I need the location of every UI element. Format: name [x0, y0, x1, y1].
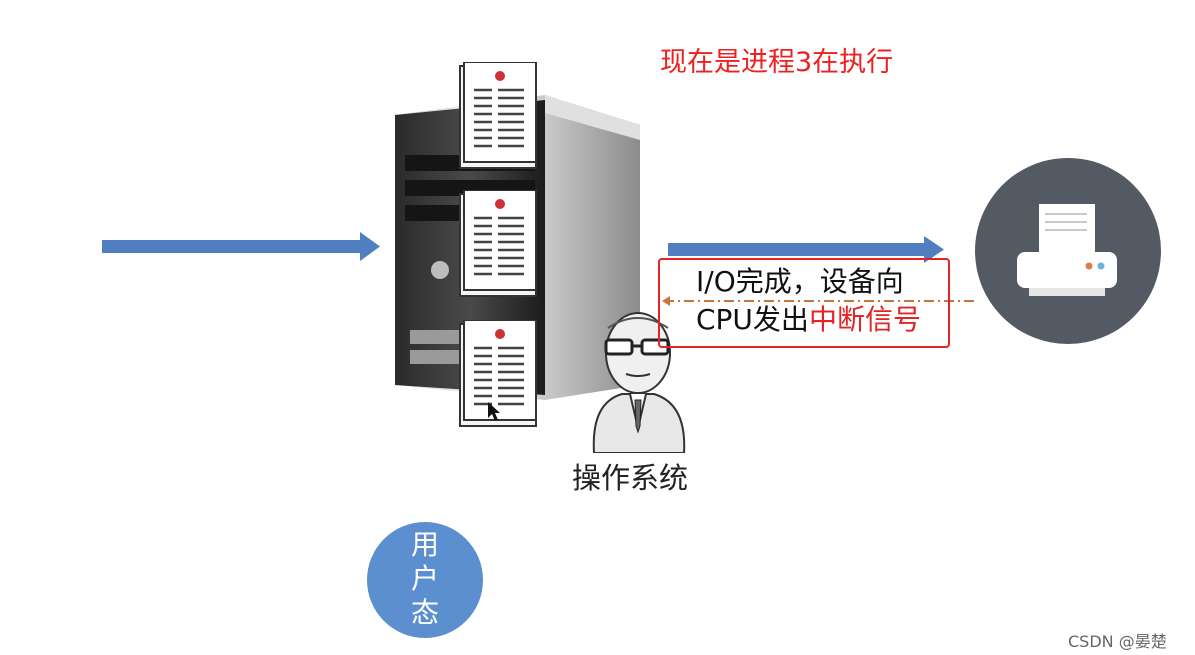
printer-icon — [975, 158, 1161, 344]
user-mode-badge: 用 户 态 — [367, 522, 483, 638]
title-current-process: 现在是进程3在执行 — [660, 47, 894, 78]
interrupt-signal-line — [662, 296, 978, 306]
operating-system-person-icon — [592, 312, 686, 453]
process-document-3-icon — [459, 320, 537, 427]
callout-line-2-prefix: CPU发出 — [696, 303, 809, 336]
interrupt-callout-box: I/O完成，设备向 CPU发出中断信号 — [658, 258, 950, 348]
process-document-1-icon — [459, 62, 537, 169]
operating-system-label: 操作系统 — [572, 461, 689, 495]
cpu-to-device-arrow — [668, 236, 944, 263]
incoming-arrow — [102, 232, 380, 261]
interrupt-signal-text: 中断信号 — [808, 303, 921, 336]
watermark: CSDN @晏楚 — [1068, 632, 1167, 651]
user-mode-char-1: 用 — [410, 528, 439, 561]
callout-line-1: I/O完成，设备向 — [696, 265, 904, 298]
callout-line-2: CPU发出中断信号 — [696, 301, 948, 339]
user-mode-char-2: 户 — [410, 562, 439, 595]
user-mode-char-3: 态 — [410, 596, 439, 629]
process-document-2-icon — [459, 190, 537, 297]
